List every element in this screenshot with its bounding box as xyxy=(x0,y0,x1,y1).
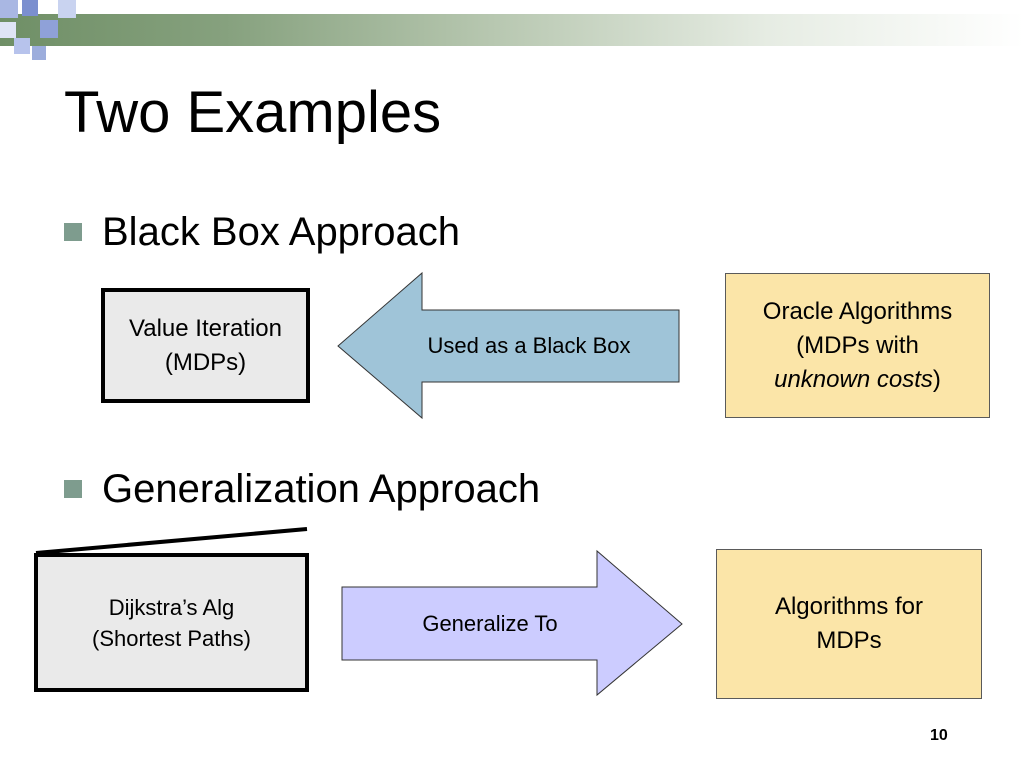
dijkstra-box: Dijkstra’s Alg (Shortest Paths) xyxy=(34,553,309,692)
header-gradient-band xyxy=(0,14,1024,46)
used-as-black-box-label: Used as a Black Box xyxy=(427,333,631,358)
box-text: ) xyxy=(932,365,941,393)
value-iteration-box: Value Iteration (MDPs) xyxy=(101,288,310,403)
slide-title: Two Examples xyxy=(64,80,442,145)
generalize-to-label: Generalize To xyxy=(422,611,558,636)
oracle-algorithms-box: Oracle Algorithms (MDPs with unknown cos… xyxy=(725,273,990,418)
box-line: unknown costs) xyxy=(774,363,941,397)
bullet-square-icon xyxy=(64,480,82,498)
page-number: 10 xyxy=(930,727,948,744)
box-line: (MDPs with xyxy=(796,331,919,359)
left-arrow-shape xyxy=(337,271,680,420)
pointer-line xyxy=(35,527,308,555)
bullet-label: Black Box Approach xyxy=(102,209,460,254)
box-line: (MDPs) xyxy=(164,348,247,376)
bullet-square-icon xyxy=(64,223,82,241)
box-line: Oracle Algorithms xyxy=(762,297,953,325)
bullet-generalization: Generalization Approach xyxy=(64,464,540,514)
box-line: Value Iteration xyxy=(129,314,282,342)
italic-text: unknown costs xyxy=(774,365,933,393)
box-line: (Shortest Paths) xyxy=(92,625,251,651)
corner-squares-decoration xyxy=(0,0,80,64)
box-line: Algorithms for xyxy=(774,593,924,620)
box-line: Dijkstra’s Alg xyxy=(108,594,235,620)
right-arrow-shape xyxy=(341,549,683,697)
box-line: MDPs xyxy=(816,627,882,654)
bullet-black-box: Black Box Approach xyxy=(64,207,460,257)
bullet-label: Generalization Approach xyxy=(102,466,541,511)
algorithms-for-mdps-box: Algorithms for MDPs xyxy=(716,549,982,699)
